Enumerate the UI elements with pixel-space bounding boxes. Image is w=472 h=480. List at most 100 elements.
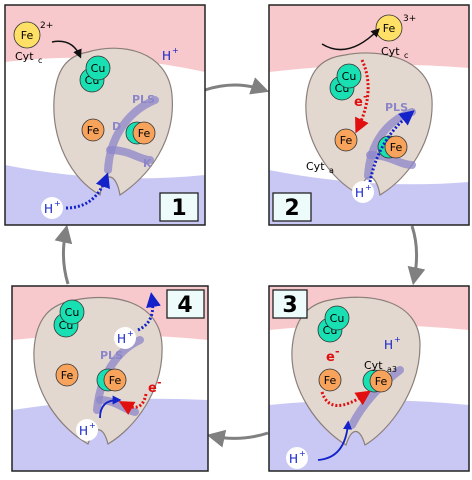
step-badge: 2 (272, 192, 312, 222)
svg-text:Fe: Fe (87, 124, 100, 137)
panel-step-2: PLS Cu Cu Fe Fe Cyt a Fe 3+ Cyt c (268, 4, 470, 226)
proton-outside: H + (162, 46, 179, 63)
heme-a: Fe (318, 368, 342, 392)
proton-inside: H + (41, 197, 63, 219)
svg-text:Fe: Fe (390, 141, 403, 154)
proton-pump-arrow (368, 110, 415, 183)
svg-text:2+: 2+ (40, 21, 53, 31)
step-badge: 1 (159, 192, 199, 222)
heme-a: Fe (334, 128, 358, 152)
proton-uptake-arrow (65, 172, 110, 210)
svg-text:a: a (329, 166, 334, 175)
svg-text:Fe: Fe (324, 374, 337, 387)
svg-text:c: c (38, 56, 42, 65)
svg-text:Cu: Cu (342, 70, 357, 83)
cytochrome-c-fe3: Fe 3+ Cyt c (375, 14, 416, 60)
heme-a: Fe (55, 363, 79, 387)
proton-uptake-arrow (317, 420, 353, 461)
svg-text:H: H (162, 49, 171, 63)
heme-a3: Fe (377, 135, 408, 159)
panel-step-4: PLS Cu Cu Fe Fe H + e - (11, 285, 209, 472)
panel-step-3: Cu Cu Fe Fe Cyt a3 e - H + H (268, 285, 470, 472)
svg-text:H: H (289, 452, 298, 466)
svg-text:e: e (326, 350, 335, 365)
svg-text:3: 3 (282, 293, 297, 318)
svg-text:+: + (127, 329, 134, 338)
heme-a3: Fe (125, 121, 156, 145)
cyt-c-release-arrow (321, 28, 380, 51)
svg-text:Cyt: Cyt (381, 45, 400, 58)
electron-label: e - (354, 90, 368, 110)
svg-text:Fe: Fe (21, 29, 34, 42)
pls-channel (104, 96, 159, 174)
pls-label: PLS (100, 349, 123, 362)
proton-bottom: H + (76, 419, 98, 441)
svg-text:e: e (354, 95, 363, 110)
step-badge: 3 (272, 289, 308, 319)
pls-label: PLS (132, 93, 155, 106)
svg-text:-: - (335, 345, 340, 358)
svg-text:a3: a3 (387, 365, 397, 374)
svg-text:3+: 3+ (403, 14, 416, 24)
svg-text:H: H (117, 332, 126, 346)
cycle-arrow-2-to-3 (407, 225, 426, 286)
electron-path-arrow (320, 390, 371, 407)
heme-a: Fe (81, 118, 105, 142)
svg-text:c: c (404, 51, 408, 60)
svg-text:Cyt: Cyt (364, 359, 383, 372)
svg-text:+: + (89, 421, 96, 430)
svg-text:+: + (299, 449, 306, 458)
k-channel (366, 151, 416, 169)
heme-a3: Fe (96, 368, 127, 392)
svg-text:Cu: Cu (91, 62, 106, 75)
svg-text:Fe: Fe (340, 134, 353, 147)
svg-text:Fe: Fe (61, 369, 74, 382)
pls-label: PLS (385, 101, 408, 114)
cu-center: Cu Cu (53, 299, 85, 338)
svg-text:+: + (54, 199, 61, 208)
svg-text:H: H (355, 186, 364, 200)
k-channel (106, 146, 154, 164)
svg-text:-: - (157, 376, 162, 389)
svg-text:+: + (365, 183, 372, 192)
svg-text:+: + (394, 335, 401, 344)
cycle-arrow-3-to-4 (206, 429, 269, 448)
cu-center: Cu Cu (79, 55, 111, 93)
proton-in-channel: H + (352, 181, 374, 203)
electron-transfer-arrow (51, 40, 82, 59)
heme-a3: Fe (362, 369, 393, 393)
svg-text:1: 1 (171, 196, 186, 221)
proton-top: H + (114, 327, 136, 349)
cyt-a-label: Cyt a (306, 160, 334, 175)
svg-text:H: H (384, 338, 393, 352)
cu-center: Cu Cu (329, 63, 362, 101)
proton-bottom: H + (286, 447, 308, 469)
electron-path-arrow (355, 59, 370, 134)
membrane-top (5, 5, 205, 72)
electron-label: e - (326, 345, 340, 365)
svg-text:H: H (44, 202, 53, 216)
svg-text:4: 4 (177, 293, 192, 318)
svg-text:2: 2 (284, 196, 299, 221)
proton-channel-arrow (99, 395, 122, 419)
svg-text:Cu: Cu (330, 312, 345, 325)
electron-label: e - (148, 376, 162, 396)
proton-top: H + (384, 335, 401, 352)
proton-release-arrow (137, 292, 161, 332)
cu-center: Cu Cu (317, 305, 350, 343)
cytochrome-c-fe2: Fe 2+ Cyt c (13, 21, 53, 65)
cycle-arrow-4-to-1 (54, 224, 73, 285)
step-badge: 4 (166, 289, 205, 319)
svg-text:e: e (148, 381, 157, 396)
panel-step-1: PLS D K Cu Cu Fe Fe Fe 2+ Cyt c H + (4, 4, 206, 226)
svg-text:Cyt: Cyt (306, 160, 325, 173)
svg-text:Cu: Cu (65, 306, 80, 319)
svg-text:Fe: Fe (138, 127, 151, 140)
cyt-a3-label: Cyt a3 (364, 359, 397, 374)
d-label: D (112, 120, 121, 133)
cycle-arrows (54, 77, 426, 448)
svg-text:Fe: Fe (109, 374, 122, 387)
svg-text:Fe: Fe (383, 22, 396, 35)
k-label: K (143, 157, 152, 170)
